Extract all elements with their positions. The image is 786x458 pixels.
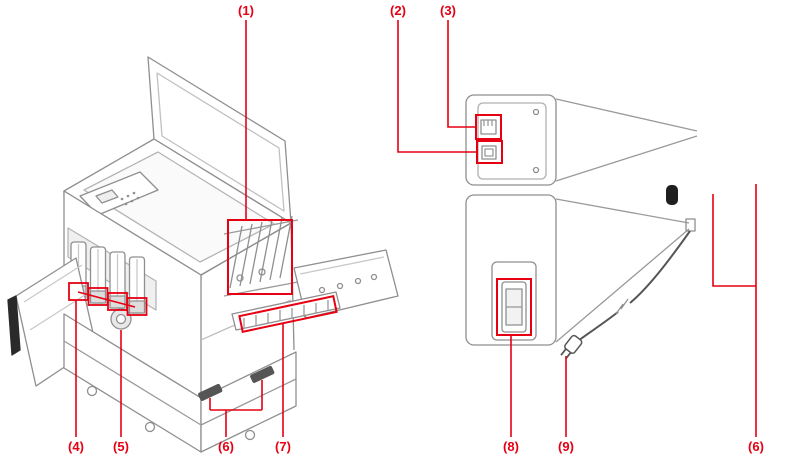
power-plug <box>560 334 583 360</box>
power-cord <box>573 230 691 345</box>
callout-6-right-line <box>712 184 757 437</box>
usb-port <box>481 145 497 160</box>
highlight-lan-box <box>475 114 502 140</box>
toner-cartridge <box>128 256 146 314</box>
side-handle <box>666 185 678 205</box>
tray-handle <box>250 365 275 383</box>
callout-label-6-right: (6) <box>748 439 764 454</box>
callout-label-5: (5) <box>113 439 129 454</box>
callout-overlays <box>68 20 757 437</box>
cord-break-mark <box>615 298 629 315</box>
power-switch <box>491 261 537 341</box>
panel-display <box>95 189 119 204</box>
callout-3-line <box>447 20 476 128</box>
control-panel <box>79 171 159 216</box>
callout-label-1: (1) <box>238 3 254 18</box>
door-edge <box>7 295 21 356</box>
callout-6-left-line <box>209 380 263 437</box>
callout-label-3: (3) <box>440 3 456 18</box>
panel-keys <box>120 191 140 206</box>
highlight-usb-box <box>476 140 503 164</box>
lan-port <box>480 119 497 135</box>
detail-pointer-lines <box>555 98 698 182</box>
callout-2-line <box>397 20 477 153</box>
tray-divider <box>63 340 297 426</box>
callout-label-9: (9) <box>558 439 574 454</box>
callout-label-4: (4) <box>68 439 84 454</box>
callout-label-8: (8) <box>503 439 519 454</box>
toner-cartridge <box>89 246 107 304</box>
highlight-transfer-box <box>238 295 338 333</box>
callout-label-2: (2) <box>390 3 406 18</box>
tray-handle <box>198 383 223 401</box>
detail-pointer-lines <box>555 198 690 343</box>
paper-trays <box>63 313 297 453</box>
callout-label-6-left: (6) <box>218 439 234 454</box>
highlight-toner-box <box>126 297 148 316</box>
connector-detail-box <box>465 94 698 186</box>
toner-cartridge <box>109 251 126 309</box>
caster <box>86 385 256 441</box>
power-inlet <box>685 218 696 232</box>
round-knob <box>110 308 132 330</box>
highlight-fusing-box <box>227 219 293 295</box>
highlight-switch-box <box>496 278 532 336</box>
callout-label-7: (7) <box>275 439 291 454</box>
